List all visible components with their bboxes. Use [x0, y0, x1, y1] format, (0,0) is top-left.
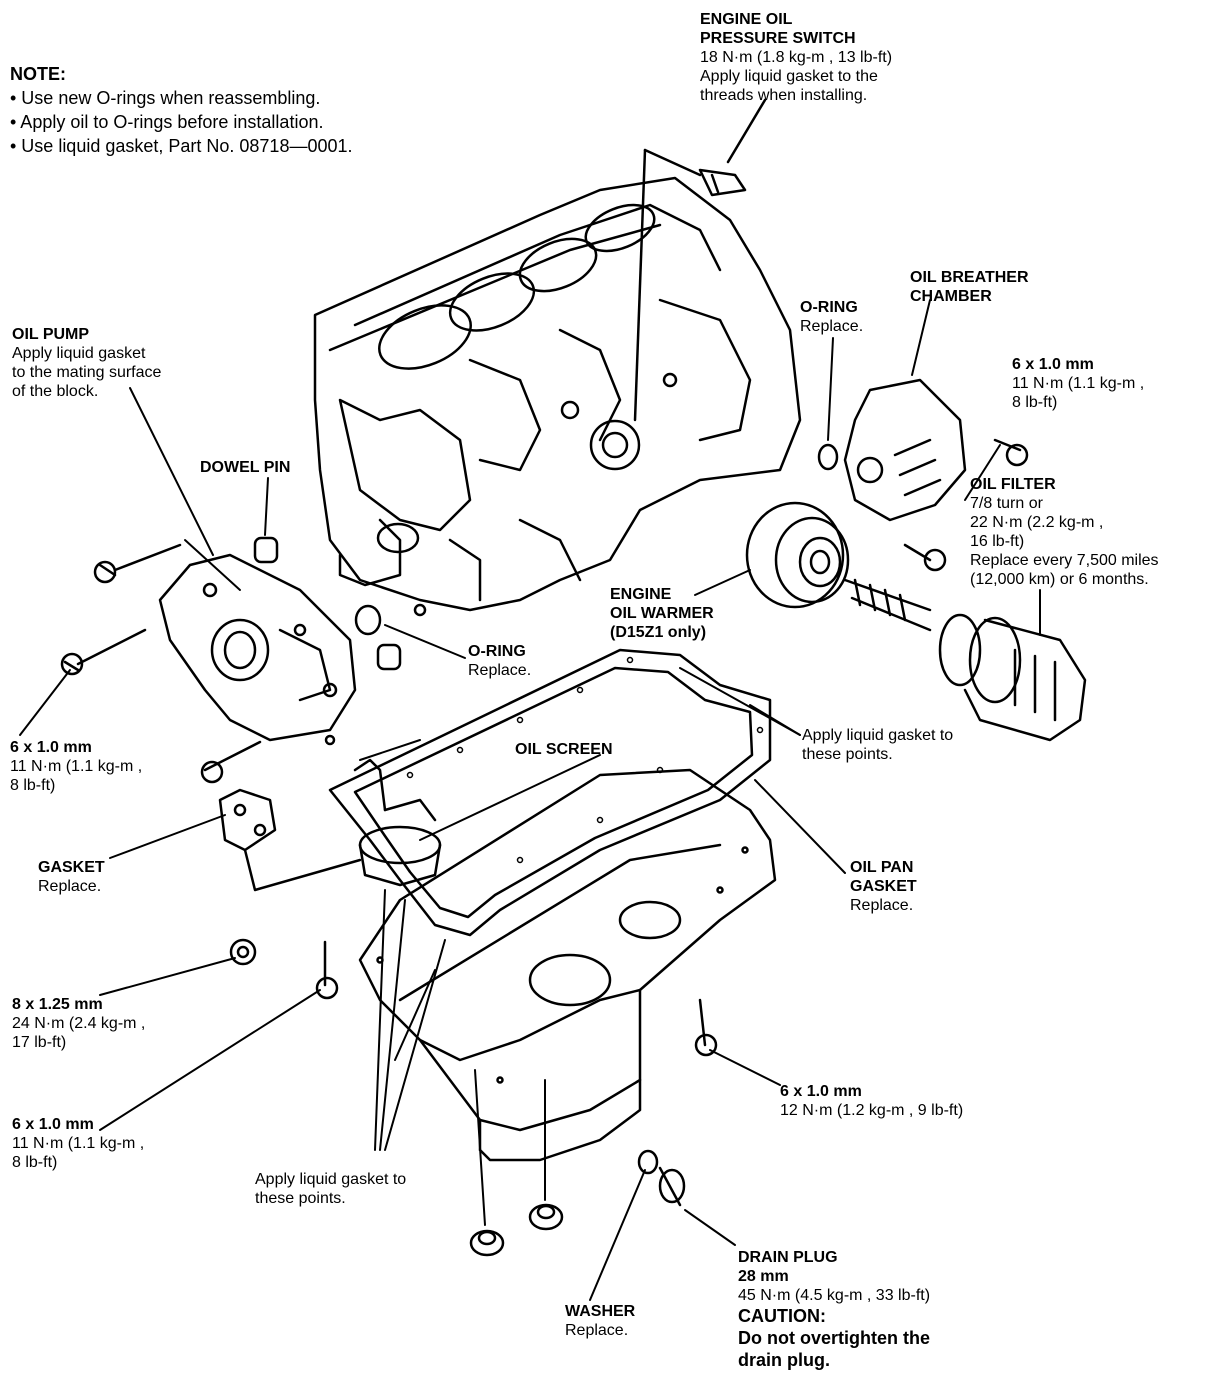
oil-filter-line-5: (12,000 km) or 6 months.: [970, 571, 1149, 588]
note-item: • Use liquid gasket, Part No. 08718—0001…: [10, 136, 353, 156]
note-block: NOTE: • Use new O-rings when reassemblin…: [10, 62, 353, 158]
pressure-switch-note-1: Apply liquid gasket to the: [700, 68, 878, 85]
label-apply-bottom: Apply liquid gasket to these points.: [255, 1170, 406, 1208]
breather-bolt-spec-2: 8 lb-ft): [1012, 394, 1058, 411]
label-oil-pump: OIL PUMP Apply liquid gasket to the mati…: [12, 325, 161, 401]
label-dowel-pin: DOWEL PIN: [200, 458, 290, 477]
dowel-pin-title: DOWEL PIN: [200, 459, 291, 476]
label-drain-plug: DRAIN PLUG 28 mm 45 N·m (4.5 kg-m , 33 l…: [738, 1248, 930, 1371]
label-pan-bolt-right: 6 x 1.0 mm 12 N·m (1.2 kg-m , 9 lb-ft): [780, 1082, 963, 1120]
label-pressure-switch: ENGINE OIL PRESSURE SWITCH 18 N·m (1.8 k…: [700, 10, 892, 105]
oil-warmer-title-2: OIL WARMER: [610, 605, 714, 622]
label-pan-bolt-left: 6 x 1.0 mm 11 N·m (1.1 kg-m , 8 lb-ft): [12, 1115, 144, 1172]
pump-bolt-spec-1: 11 N·m (1.1 kg-m ,: [10, 758, 143, 775]
oring-top-sub: Replace.: [800, 318, 864, 335]
drain-plug-title: DRAIN PLUG: [738, 1249, 838, 1266]
oil-pump-note-2: to the mating surface: [12, 364, 162, 381]
label-gasket: GASKET Replace.: [38, 858, 105, 896]
oring-mid-title: O-RING: [468, 643, 526, 660]
drain-plug-spec: 45 N·m (4.5 kg-m , 33 lb-ft): [738, 1287, 931, 1304]
label-pump-bolt: 6 x 1.0 mm 11 N·m (1.1 kg-m , 8 lb-ft): [10, 738, 142, 795]
note-item: • Use new O-rings when reassembling.: [10, 88, 321, 108]
pump-bolt-size: 6 x 1.0 mm: [10, 739, 92, 756]
oring-top-title: O-RING: [800, 299, 858, 316]
drain-plug-size: 28 mm: [738, 1268, 789, 1285]
oil-pump: [60, 536, 402, 784]
nut-spec-1: 24 N·m (2.4 kg-m ,: [12, 1015, 146, 1032]
label-breather: OIL BREATHER CHAMBER: [910, 268, 1029, 306]
pressure-switch: [633, 98, 767, 422]
note-item: • Apply oil to O-rings before installati…: [10, 112, 324, 132]
breather-bolt-size: 6 x 1.0 mm: [1012, 356, 1094, 373]
pan-bolt-left-spec-2: 8 lb-ft): [12, 1154, 58, 1171]
oil-screen: [218, 758, 442, 892]
oil-pump-note-1: Apply liquid gasket: [12, 345, 146, 362]
pressure-switch-title: ENGINE OIL: [700, 11, 793, 28]
label-breather-bolt: 6 x 1.0 mm 11 N·m (1.1 kg-m , 8 lb-ft): [1012, 355, 1144, 412]
label-oring-mid: O-RING Replace.: [468, 642, 531, 680]
pressure-switch-note-2: threads when installing.: [700, 87, 868, 104]
pan-bolt-right-spec: 12 N·m (1.2 kg-m , 9 lb-ft): [780, 1102, 964, 1119]
label-nut: 8 x 1.25 mm 24 N·m (2.4 kg-m , 17 lb-ft): [12, 995, 145, 1052]
oil-pump-title: OIL PUMP: [12, 326, 90, 343]
pan-gasket-title: OIL PAN: [850, 859, 914, 876]
label-oil-screen: OIL SCREEN: [515, 740, 613, 759]
pan-gasket-title-2: GASKET: [850, 878, 917, 895]
nut-size: 8 x 1.25 mm: [12, 996, 103, 1013]
breather-and-filter: [745, 378, 1087, 742]
apply-right-line-1: Apply liquid gasket to: [802, 727, 954, 744]
oil-pump-note-3: of the block.: [12, 383, 99, 400]
pressure-switch-spec: 18 N·m (1.8 kg-m , 13 lb-ft): [700, 49, 893, 66]
drain-plug-warning-1: Do not overtighten the: [738, 1328, 930, 1348]
oil-filter-line-1: 7/8 turn or: [970, 495, 1043, 512]
oil-filter-title: OIL FILTER: [970, 476, 1056, 493]
breather-title-2: CHAMBER: [910, 288, 992, 305]
pressure-switch-title-2: PRESSURE SWITCH: [700, 30, 856, 47]
label-washer: WASHER Replace.: [565, 1302, 635, 1340]
oil-pan-gasket: [328, 648, 772, 937]
label-pan-gasket: OIL PAN GASKET Replace.: [850, 858, 917, 915]
oil-warmer-title: ENGINE: [610, 586, 672, 603]
pan-bolt-left-size: 6 x 1.0 mm: [12, 1116, 94, 1133]
note-title: NOTE:: [10, 64, 66, 84]
drain-plug-warning-2: drain plug.: [738, 1350, 830, 1370]
label-oring-top: O-RING Replace.: [800, 298, 863, 336]
pan-bolt-right-size: 6 x 1.0 mm: [780, 1083, 862, 1100]
breather-title: OIL BREATHER: [910, 269, 1029, 286]
leader-lines: [19, 299, 1041, 1301]
apply-bottom-line-1: Apply liquid gasket to: [255, 1171, 407, 1188]
apply-right-line-2: these points.: [802, 746, 893, 763]
pan-fasteners: [229, 938, 718, 1257]
gasket-sub: Replace.: [38, 878, 102, 895]
oil-filter-line-2: 22 N·m (2.2 kg-m ,: [970, 514, 1104, 531]
pump-bolt-spec-2: 8 lb-ft): [10, 777, 56, 794]
pan-gasket-sub: Replace.: [850, 897, 914, 914]
label-oil-warmer: ENGINE OIL WARMER (D15Z1 only): [610, 585, 714, 642]
pan-bolt-left-spec-1: 11 N·m (1.1 kg-m ,: [12, 1135, 145, 1152]
gasket-title: GASKET: [38, 859, 105, 876]
oil-screen-title: OIL SCREEN: [515, 741, 613, 758]
oring-mid-sub: Replace.: [468, 662, 532, 679]
oil-warmer-sub: (D15Z1 only): [610, 624, 707, 641]
washer-sub: Replace.: [565, 1322, 629, 1339]
label-apply-right: Apply liquid gasket to these points.: [802, 726, 953, 764]
washer-title: WASHER: [565, 1303, 636, 1320]
breather-bolt-spec-1: 11 N·m (1.1 kg-m ,: [1012, 375, 1145, 392]
label-oil-filter: OIL FILTER 7/8 turn or 22 N·m (2.2 kg-m …: [970, 475, 1159, 589]
oil-filter-line-3: 16 lb-ft): [970, 533, 1025, 550]
apply-bottom-line-2: these points.: [255, 1190, 346, 1207]
oil-pan: [358, 768, 777, 1162]
engine-block: [313, 176, 802, 617]
oil-filter-line-4: Replace every 7,500 miles: [970, 552, 1159, 569]
drain-plug-caution: CAUTION:: [738, 1306, 826, 1326]
nut-spec-2: 17 lb-ft): [12, 1034, 67, 1051]
